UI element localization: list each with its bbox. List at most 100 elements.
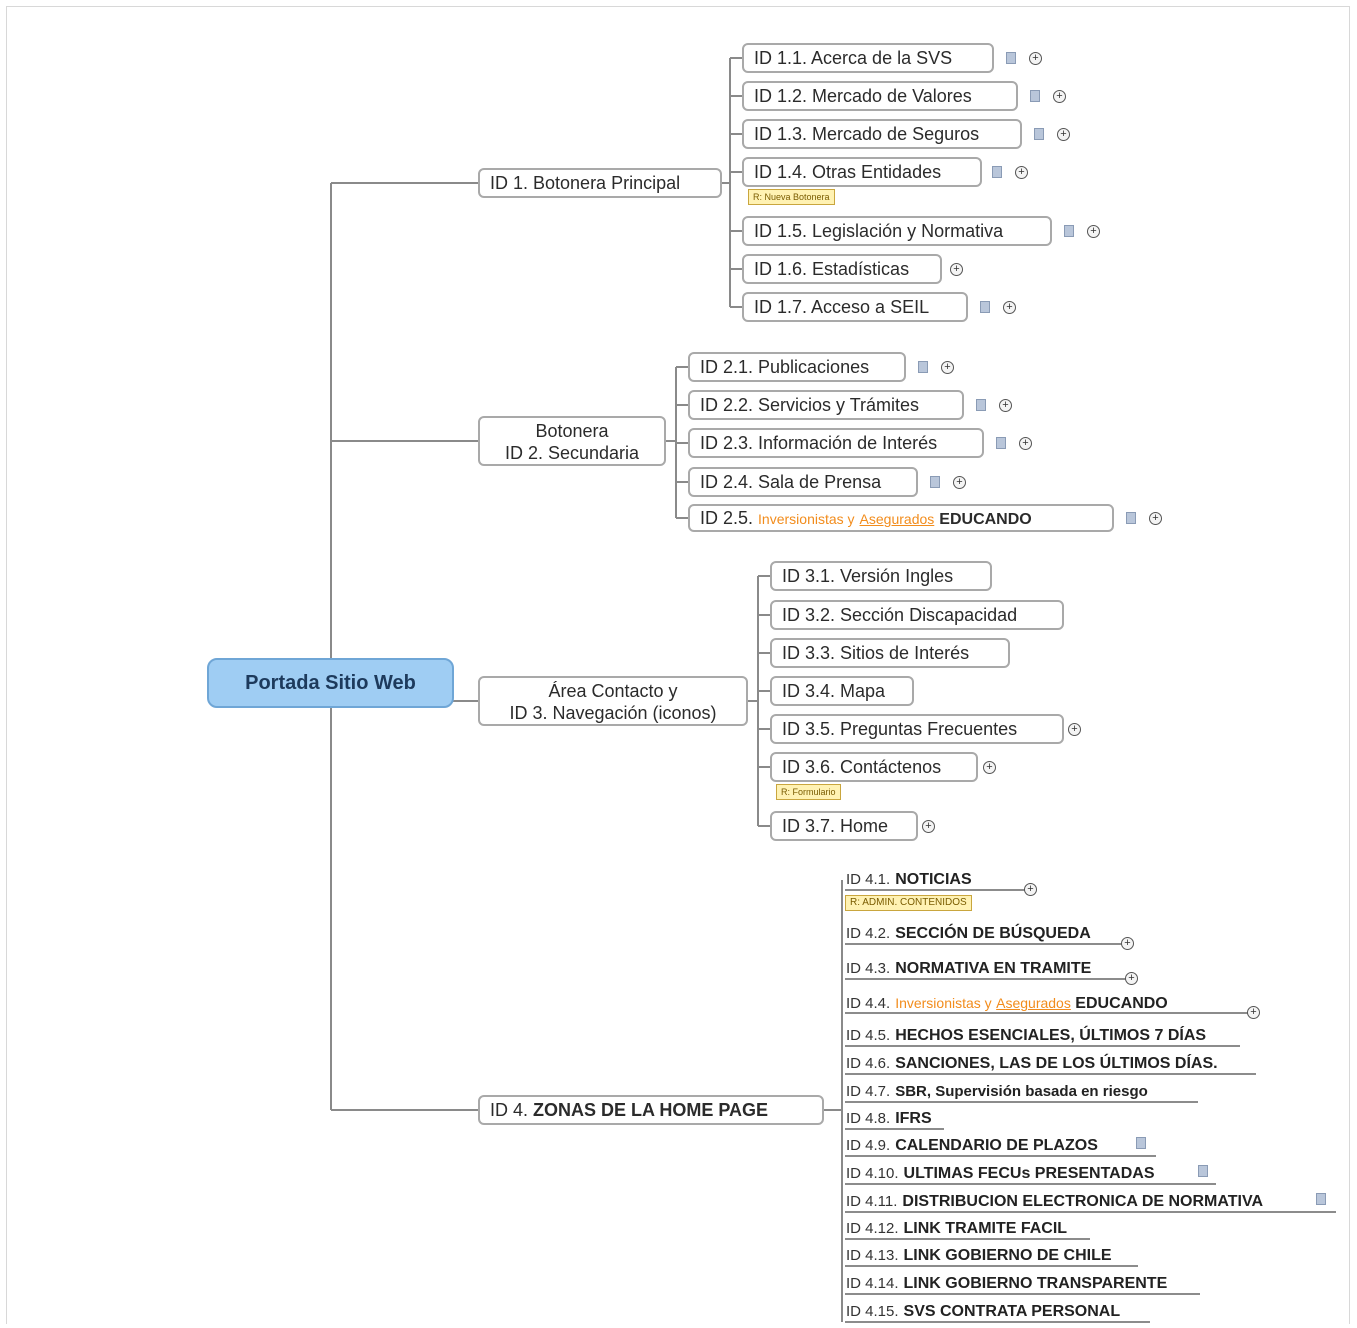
leaf-label: ULTIMAS FECUs PRESENTADAS: [903, 1165, 1155, 1182]
child-1-7[interactable]: ID 1.7. Acceso a SEIL: [742, 292, 968, 322]
child-1-4[interactable]: ID 1.4. Otras Entidades: [742, 157, 982, 187]
tag-4-1: R: ADMIN. CONTENIDOS: [845, 895, 972, 911]
child-3-4[interactable]: ID 3.4. Mapa: [770, 676, 914, 706]
child-3-1[interactable]: ID 3.1. Versión Ingles: [770, 561, 992, 591]
note-icon[interactable]: [980, 301, 990, 313]
child-2-5[interactable]: ID 2.5. Inversionistas y Asegurados EDUC…: [688, 504, 1114, 532]
leaf-4-11[interactable]: ID 4.11.DISTRIBUCION ELECTRONICA DE NORM…: [846, 1192, 1263, 1212]
leaf-id: ID 4.11.: [846, 1193, 898, 1210]
child-1-3[interactable]: ID 1.3. Mercado de Seguros: [742, 119, 1022, 149]
leaf-id: ID 4.8.: [846, 1110, 891, 1127]
note-icon[interactable]: [996, 437, 1006, 449]
leaf-4-9[interactable]: ID 4.9.CALENDARIO DE PLAZOS: [846, 1136, 1098, 1156]
leaf-4-10[interactable]: ID 4.10.ULTIMAS FECUs PRESENTADAS: [846, 1164, 1155, 1184]
expand-icon[interactable]: +: [950, 263, 963, 276]
child-2-1[interactable]: ID 2.1. Publicaciones: [688, 352, 906, 382]
expand-icon[interactable]: +: [1003, 301, 1016, 314]
note-icon[interactable]: [1030, 90, 1040, 102]
note-icon[interactable]: [1136, 1137, 1146, 1149]
leaf-id: ID 4.6.: [846, 1055, 891, 1072]
leaf-4-3[interactable]: ID 4.3.NORMATIVA EN TRAMITE: [846, 959, 1091, 979]
leaf-id: ID 4.13.: [846, 1247, 899, 1264]
leaf-id: ID 4.7.: [846, 1083, 891, 1100]
note-icon[interactable]: [1198, 1165, 1208, 1177]
expand-icon[interactable]: +: [999, 399, 1012, 412]
note-icon[interactable]: [930, 476, 940, 488]
leaf-id: ID 4.1.: [846, 871, 891, 888]
leaf-label: NORMATIVA EN TRAMITE: [895, 960, 1092, 977]
branch-4-label: ZONAS DE LA HOME PAGE: [533, 1100, 769, 1120]
expand-icon[interactable]: +: [941, 361, 954, 374]
branch-3-line2: ID 3. Navegación (iconos): [509, 703, 717, 723]
note-icon[interactable]: [918, 361, 928, 373]
expand-icon[interactable]: +: [922, 820, 935, 833]
tag-3-6: R: Formulario: [776, 784, 841, 800]
leaf-4-2[interactable]: ID 4.2.SECCIÓN DE BÚSQUEDA: [846, 924, 1091, 944]
child-3-2[interactable]: ID 3.2. Sección Discapacidad: [770, 600, 1064, 630]
expand-icon[interactable]: +: [1053, 90, 1066, 103]
leaf-4-15[interactable]: ID 4.15.SVS CONTRATA PERSONAL: [846, 1302, 1120, 1322]
note-icon[interactable]: [1064, 225, 1074, 237]
expand-icon[interactable]: +: [1024, 883, 1037, 896]
leaf-label: NOTICIAS: [895, 871, 972, 888]
leaf-label: SVS CONTRATA PERSONAL: [903, 1303, 1121, 1320]
leaf-4-8[interactable]: ID 4.8.IFRS: [846, 1109, 932, 1129]
root-node[interactable]: Portada Sitio Web: [207, 658, 454, 708]
leaf-4-14[interactable]: ID 4.14.LINK GOBIERNO TRANSPARENTE: [846, 1274, 1167, 1294]
child-1-2[interactable]: ID 1.2. Mercado de Valores: [742, 81, 1018, 111]
expand-icon[interactable]: +: [1015, 166, 1028, 179]
leaf-label: SBR, Supervisión basada en riesgo: [895, 1083, 1148, 1100]
branch-4-id: ID 4.: [490, 1100, 529, 1120]
expand-icon[interactable]: +: [1057, 128, 1070, 141]
branch-1-node[interactable]: ID 1. Botonera Principal: [478, 168, 722, 198]
leaf-id: ID 4.3.: [846, 960, 891, 977]
note-icon[interactable]: [1126, 512, 1136, 524]
branch-2-node[interactable]: Botonera ID 2. Secundaria: [478, 416, 666, 466]
child-2-4[interactable]: ID 2.4. Sala de Prensa: [688, 467, 918, 497]
leaf-id: ID 4.14.: [846, 1275, 899, 1292]
leaf-4-12[interactable]: ID 4.12.LINK TRAMITE FACIL: [846, 1219, 1067, 1239]
expand-icon[interactable]: +: [983, 761, 996, 774]
note-icon[interactable]: [976, 399, 986, 411]
child-2-5-orange-u: Asegurados: [859, 511, 935, 527]
note-icon[interactable]: [992, 166, 1002, 178]
child-1-5[interactable]: ID 1.5. Legislación y Normativa: [742, 216, 1052, 246]
leaf-rest: EDUCANDO: [1075, 995, 1168, 1012]
leaf-4-1[interactable]: ID 4.1.NOTICIAS: [846, 870, 972, 890]
canvas-frame: [6, 6, 1350, 1324]
leaf-label: SECCIÓN DE BÚSQUEDA: [895, 925, 1091, 942]
child-2-2[interactable]: ID 2.2. Servicios y Trámites: [688, 390, 964, 420]
expand-icon[interactable]: +: [1247, 1006, 1260, 1019]
child-2-3[interactable]: ID 2.3. Información de Interés: [688, 428, 984, 458]
expand-icon[interactable]: +: [1029, 52, 1042, 65]
leaf-4-4[interactable]: ID 4.4.Inversionistas y Asegurados EDUCA…: [846, 993, 1168, 1014]
leaf-id: ID 4.4.: [846, 995, 891, 1012]
expand-icon[interactable]: +: [953, 476, 966, 489]
note-icon[interactable]: [1316, 1193, 1326, 1205]
expand-icon[interactable]: +: [1068, 723, 1081, 736]
expand-icon[interactable]: +: [1149, 512, 1162, 525]
branch-2-line2: ID 2. Secundaria: [504, 443, 640, 463]
leaf-label: SANCIONES, LAS DE LOS ÚLTIMOS DÍAS.: [895, 1055, 1218, 1072]
expand-icon[interactable]: +: [1125, 972, 1138, 985]
leaf-4-13[interactable]: ID 4.13.LINK GOBIERNO DE CHILE: [846, 1246, 1112, 1266]
branch-4-node[interactable]: ID 4. ZONAS DE LA HOME PAGE: [478, 1095, 824, 1125]
child-3-5[interactable]: ID 3.5. Preguntas Frecuentes: [770, 714, 1064, 744]
note-icon[interactable]: [1034, 128, 1044, 140]
child-1-1[interactable]: ID 1.1. Acerca de la SVS: [742, 43, 994, 73]
branch-3-node[interactable]: Área Contacto y ID 3. Navegación (iconos…: [478, 676, 748, 726]
expand-icon[interactable]: +: [1019, 437, 1032, 450]
child-3-6[interactable]: ID 3.6. Contáctenos: [770, 752, 978, 782]
expand-icon[interactable]: +: [1087, 225, 1100, 238]
leaf-label: LINK GOBIERNO TRANSPARENTE: [903, 1275, 1168, 1292]
child-3-7[interactable]: ID 3.7. Home: [770, 811, 918, 841]
leaf-4-6[interactable]: ID 4.6.SANCIONES, LAS DE LOS ÚLTIMOS DÍA…: [846, 1054, 1218, 1074]
child-3-3[interactable]: ID 3.3. Sitios de Interés: [770, 638, 1010, 668]
note-icon[interactable]: [1006, 52, 1016, 64]
child-1-6[interactable]: ID 1.6. Estadísticas: [742, 254, 942, 284]
child-2-5-rest: EDUCANDO: [939, 511, 1032, 528]
leaf-4-7[interactable]: ID 4.7.SBR, Supervisión basada en riesgo: [846, 1082, 1148, 1102]
expand-icon[interactable]: +: [1121, 937, 1134, 950]
leaf-4-5[interactable]: ID 4.5.HECHOS ESENCIALES, ÚLTIMOS 7 DÍAS: [846, 1026, 1206, 1046]
tag-1-4: R: Nueva Botonera: [748, 189, 835, 205]
